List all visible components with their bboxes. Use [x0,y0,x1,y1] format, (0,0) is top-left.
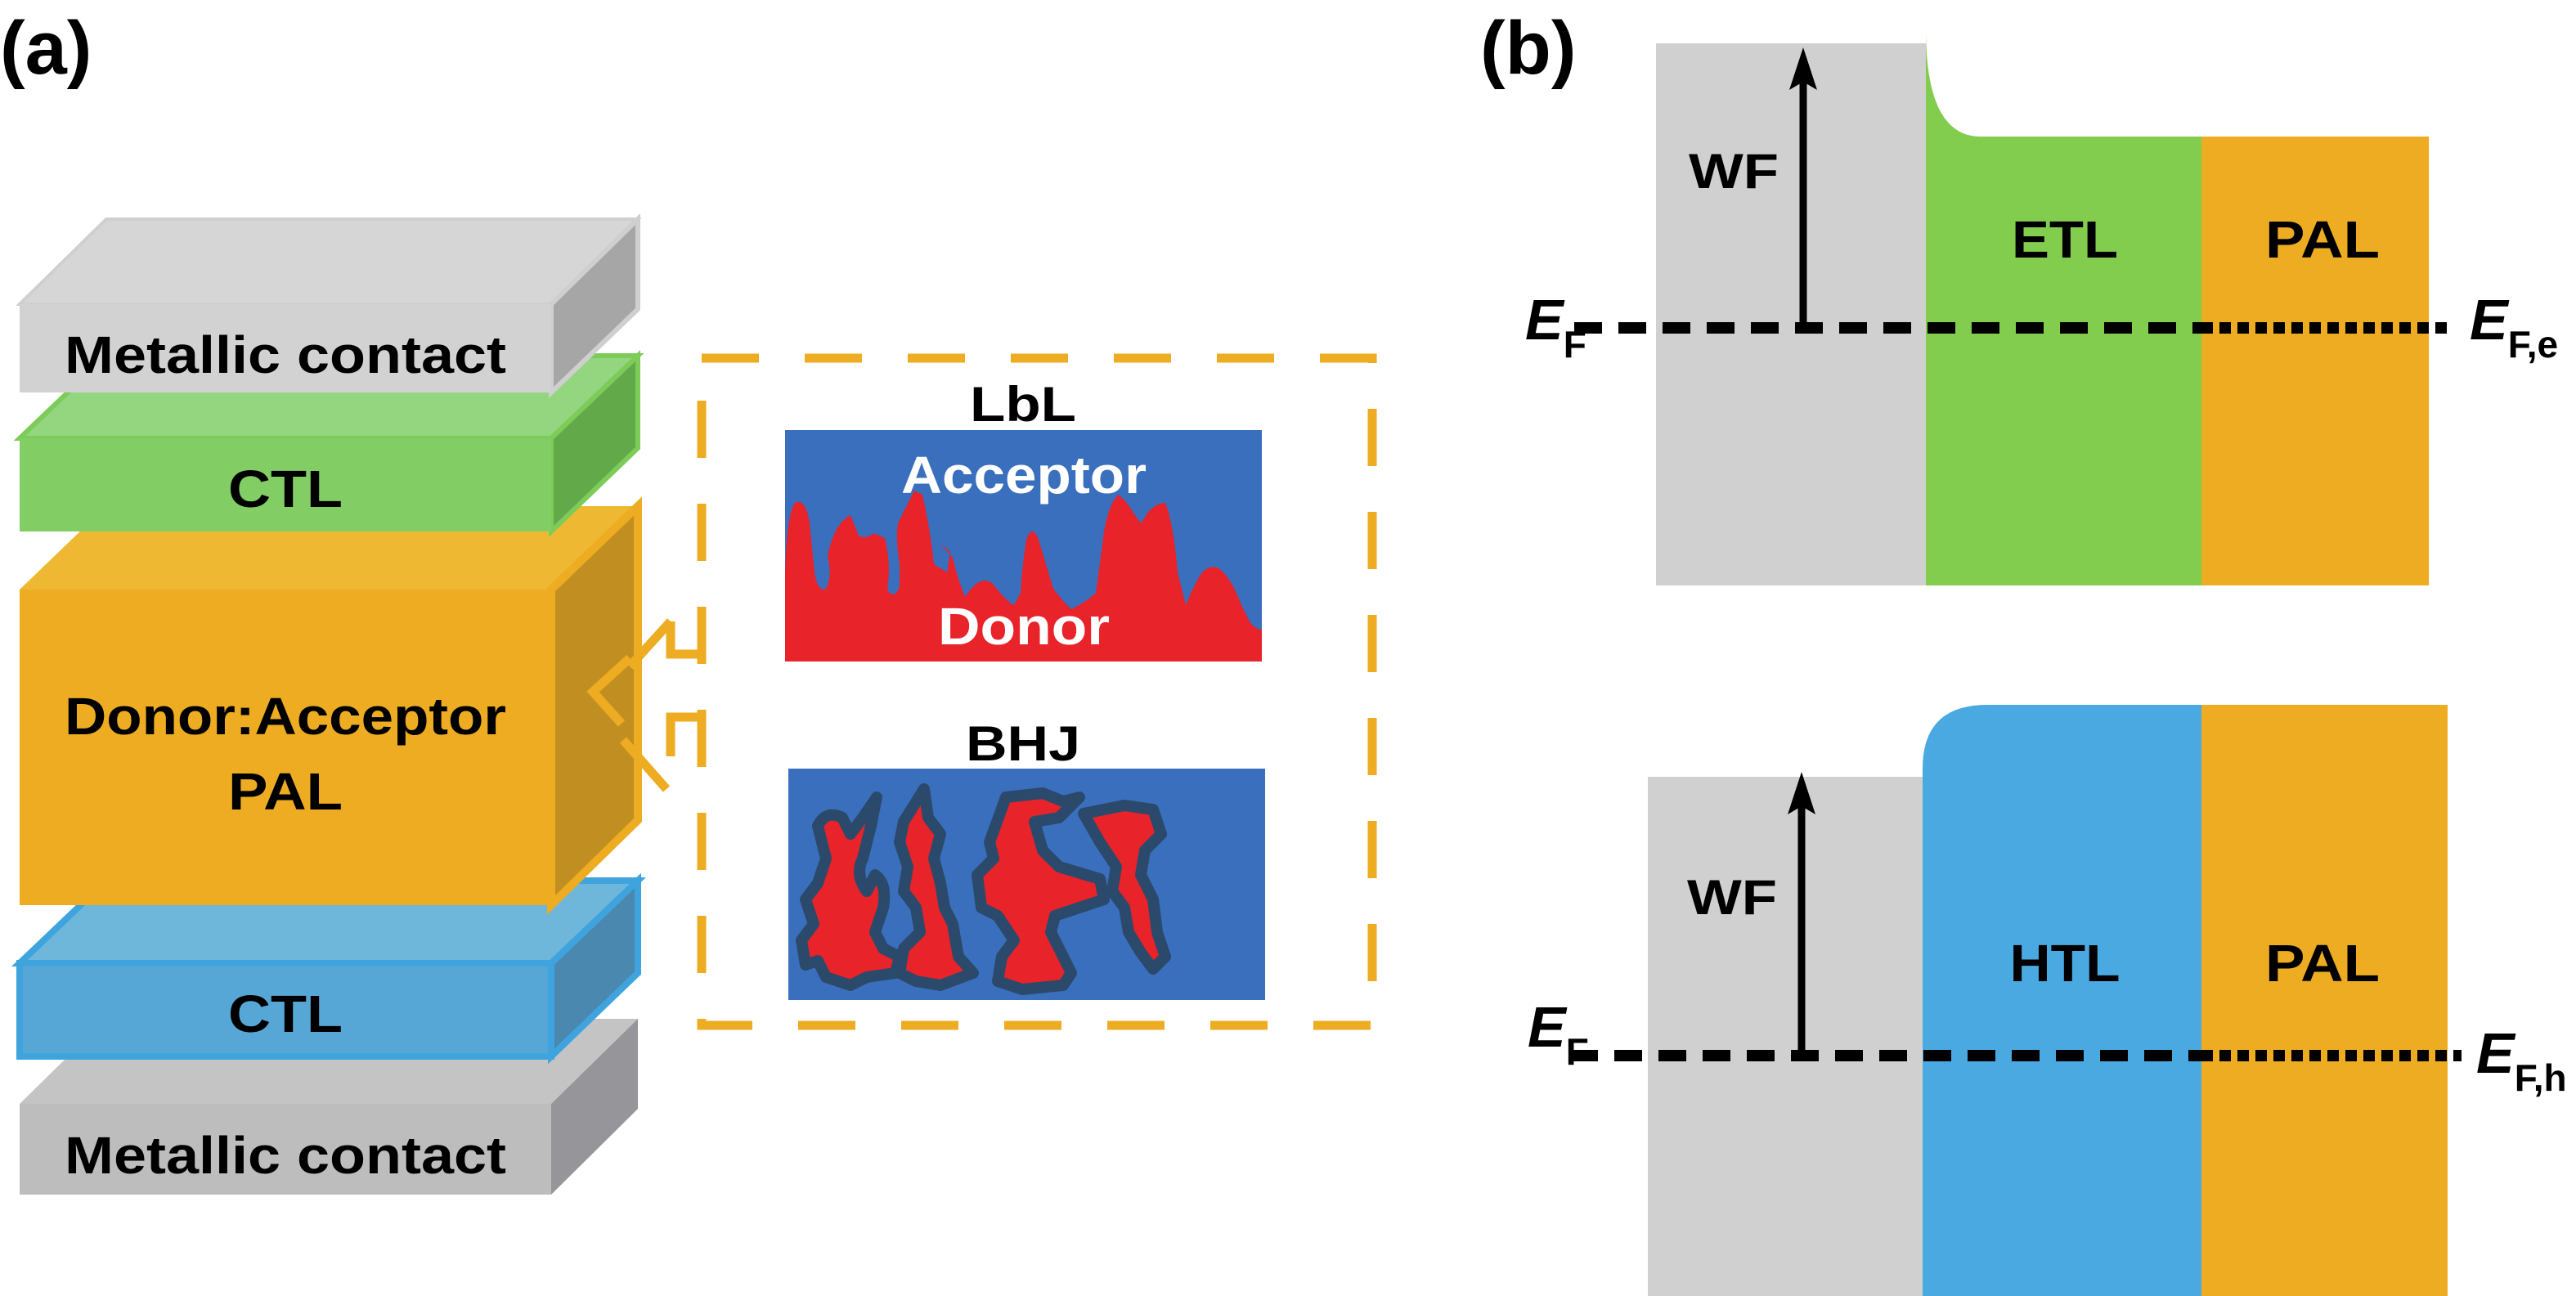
connector-lower-diagonal [619,737,671,792]
pal-front-face [20,590,551,905]
bhj-donor-domain [972,787,1110,995]
work-function-arrowhead-bottom [1788,772,1815,814]
bhj-donor-domain [1078,800,1171,975]
bhj-donor-domain [796,792,905,991]
lbl-title: LbL [970,377,1076,432]
panel-a-label: (a) [0,7,92,90]
top-contact-top-face [16,217,642,306]
metal-region-top [1656,43,1926,585]
bottom-ctl-label: CTL [228,984,343,1043]
lbl-donor-region [785,491,1262,661]
inset-connector [586,618,702,792]
metal-region-bottom [1648,777,1923,1296]
wf-label-top: WF [1689,144,1779,199]
panel-b-label: (b) [1480,7,1576,90]
etl-region [1926,33,2201,585]
pal-label-top: PAL [2265,210,2380,269]
pal-region-bottom [2201,705,2448,1296]
pal-label-line2: PAL [228,762,343,821]
band-diagram-htl: WF HTL PAL EF EF,h [1528,705,2567,1296]
bottom-contact-front-face [20,1104,551,1195]
bottom-contact-side-face [551,1019,638,1195]
htl-region [1923,705,2201,1296]
band-diagram-etl: WF ETL PAL EF EF,e [1525,33,2558,585]
connector-arrowhead [586,654,633,727]
ef-left-label-top: EF [1525,288,1586,365]
wf-label-bottom: WF [1687,870,1777,925]
etl-label: ETL [2012,210,2118,269]
pal-label-line1: Donor:Acceptor [65,687,506,746]
pal-label-bottom: PAL [2265,934,2380,993]
top-ctl-front-face [20,438,551,531]
bhj-morphology: BHJ [788,716,1265,1000]
inset-dashed-box [697,353,1377,1030]
htl-label: HTL [2010,934,2120,993]
bottom-contact-label: Metallic contact [65,1126,506,1185]
connector-lower-corner [666,712,702,756]
connector-upper-corner [666,621,702,659]
top-contact-label: Metallic contact [65,325,506,384]
work-function-arrowhead [1789,47,1817,90]
bottom-ctl-front-face [16,960,554,1060]
top-contact-front-face [20,304,551,392]
bottom-ctl-layer: CTL [11,872,646,1065]
panel-a: (a) Metallic contact CTL Donor:Acceptor … [0,7,1377,1195]
panel-b: (b) WF ETL PAL EF EF,e WF HTL PAL [1480,7,2567,1296]
lbl-donor-label: Donor [938,597,1110,656]
bhj-donor-domain [894,783,979,991]
bhj-title: BHJ [966,716,1080,771]
pal-region-top [2201,137,2429,585]
ef-left-label-bottom: EF [1528,995,1589,1073]
ef-right-label-bottom: EF,h [2476,1021,2567,1099]
ef-right-label-top: EF,e [2470,288,2558,365]
connector-upper-diagonal [626,618,675,670]
lbl-acceptor-label: Acceptor [901,446,1147,504]
pal-layer: Donor:Acceptor PAL [20,496,642,915]
lbl-morphology: LbL Acceptor Donor [785,377,1262,661]
top-ctl-label: CTL [228,460,343,518]
top-metallic-contact-layer: Metallic contact [16,213,642,399]
